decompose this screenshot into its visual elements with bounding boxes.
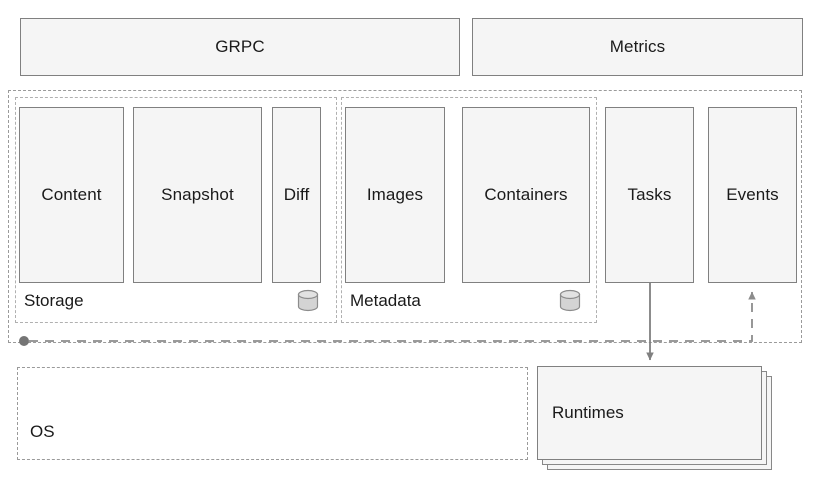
node-diff[interactable]: Diff — [272, 107, 321, 283]
node-containers[interactable]: Containers — [462, 107, 590, 283]
node-runtimes-label: Runtimes — [552, 403, 624, 422]
node-snapshot[interactable]: Snapshot — [133, 107, 262, 283]
node-events[interactable]: Events — [708, 107, 797, 283]
node-snapshot-label: Snapshot — [161, 185, 234, 205]
node-grpc-label: GRPC — [215, 37, 265, 57]
node-tasks[interactable]: Tasks — [605, 107, 694, 283]
node-metrics-label: Metrics — [609, 37, 666, 57]
database-cylinder-icon-storage — [296, 289, 320, 313]
database-cylinder-icon-metadata — [558, 289, 582, 313]
node-content[interactable]: Content — [19, 107, 124, 283]
group-os — [17, 367, 528, 460]
group-os-label: OS — [30, 422, 55, 441]
node-images[interactable]: Images — [345, 107, 445, 283]
group-storage-label: Storage — [24, 291, 84, 310]
node-runtimes[interactable]: Runtimes — [537, 366, 772, 470]
node-containers-label: Containers — [484, 185, 568, 205]
group-metadata-label: Metadata — [350, 291, 421, 310]
node-grpc[interactable]: GRPC — [20, 18, 460, 76]
node-metrics[interactable]: Metrics — [472, 18, 803, 76]
node-tasks-label: Tasks — [627, 185, 672, 205]
node-content-label: Content — [41, 185, 102, 205]
node-diff-label: Diff — [283, 185, 310, 205]
node-events-label: Events — [726, 185, 779, 205]
runtimes-stack-front[interactable]: Runtimes — [537, 366, 762, 460]
core-services-container — [8, 90, 802, 343]
node-images-label: Images — [366, 185, 424, 205]
